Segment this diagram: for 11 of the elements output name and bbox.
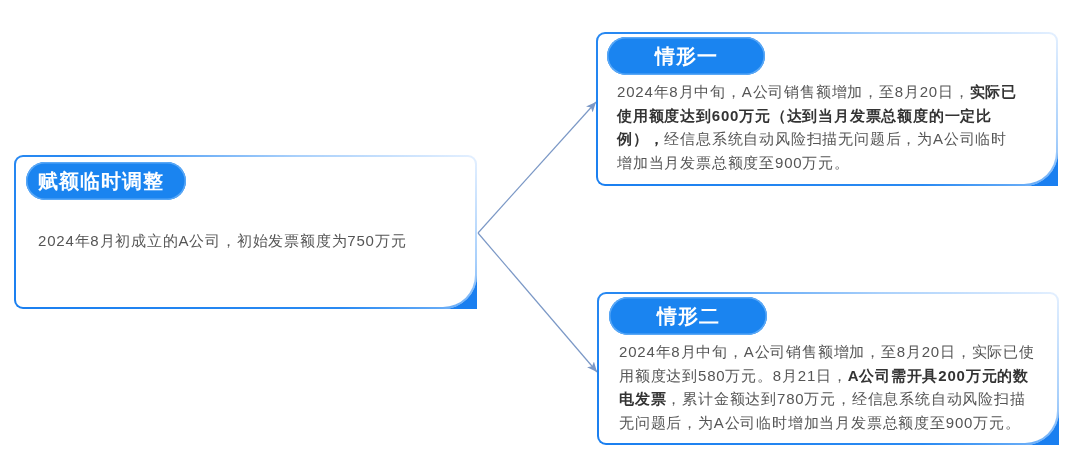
body-text: 2024年8月中旬，A公司销售额增加，至8月20日，实际已使用额度达到600万元（达到当月发票总额度的一定比例），经信息系统自动风险扫描无问题后，为A公司临时增加当月发票总额度至900万元。: [617, 82, 1017, 173]
arrow: [477, 232, 598, 373]
card: [597, 292, 1059, 445]
body-text: 2024年8月初成立的A公司，初始发票额度为750万元: [38, 231, 408, 251]
body-text: 2024年8月中旬，A公司销售额增加，至8月20日，实际已使用额度达到580万元。8月21日，A公司需开具200万元的数电发票，累计金额达到780万元，经信息系统自动风险扫描无问题后，为A公司临时增加当月发票总额度至900万元。: [619, 342, 1036, 433]
title-pill: 情形二: [609, 297, 767, 335]
card: [596, 32, 1058, 186]
arrow: [477, 101, 597, 234]
card: [14, 155, 477, 309]
title-pill: 赋额临时调整: [26, 162, 186, 200]
title-pill: 情形一: [607, 37, 765, 75]
